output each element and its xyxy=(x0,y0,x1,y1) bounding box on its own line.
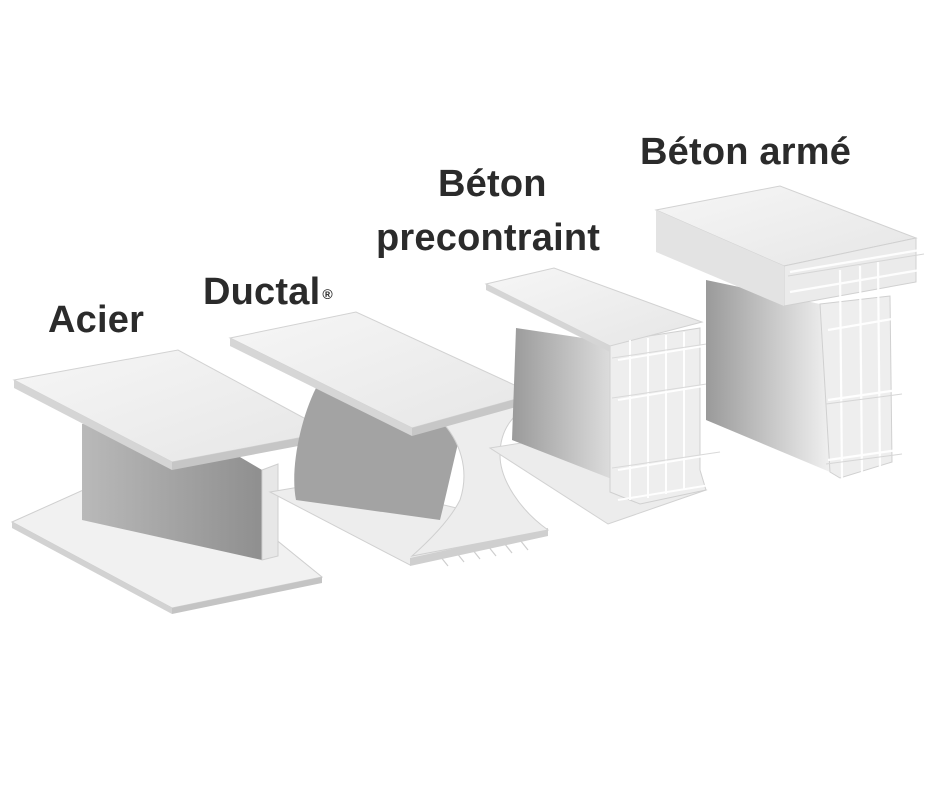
label-beton-arme: Béton armé xyxy=(640,131,852,173)
steel-i-beam xyxy=(10,349,332,614)
label-ductal: Ductal® xyxy=(203,271,333,313)
ductal-beam xyxy=(228,311,550,567)
label-beton-precontraint-line2: precontraint xyxy=(376,217,601,259)
label-acier: Acier xyxy=(48,299,145,341)
registered-mark: ® xyxy=(322,286,333,302)
prestressed-concrete-beam xyxy=(484,267,721,525)
label-beton-precontraint-line1: Béton xyxy=(438,163,547,205)
reinforced-concrete-beam xyxy=(654,185,925,479)
